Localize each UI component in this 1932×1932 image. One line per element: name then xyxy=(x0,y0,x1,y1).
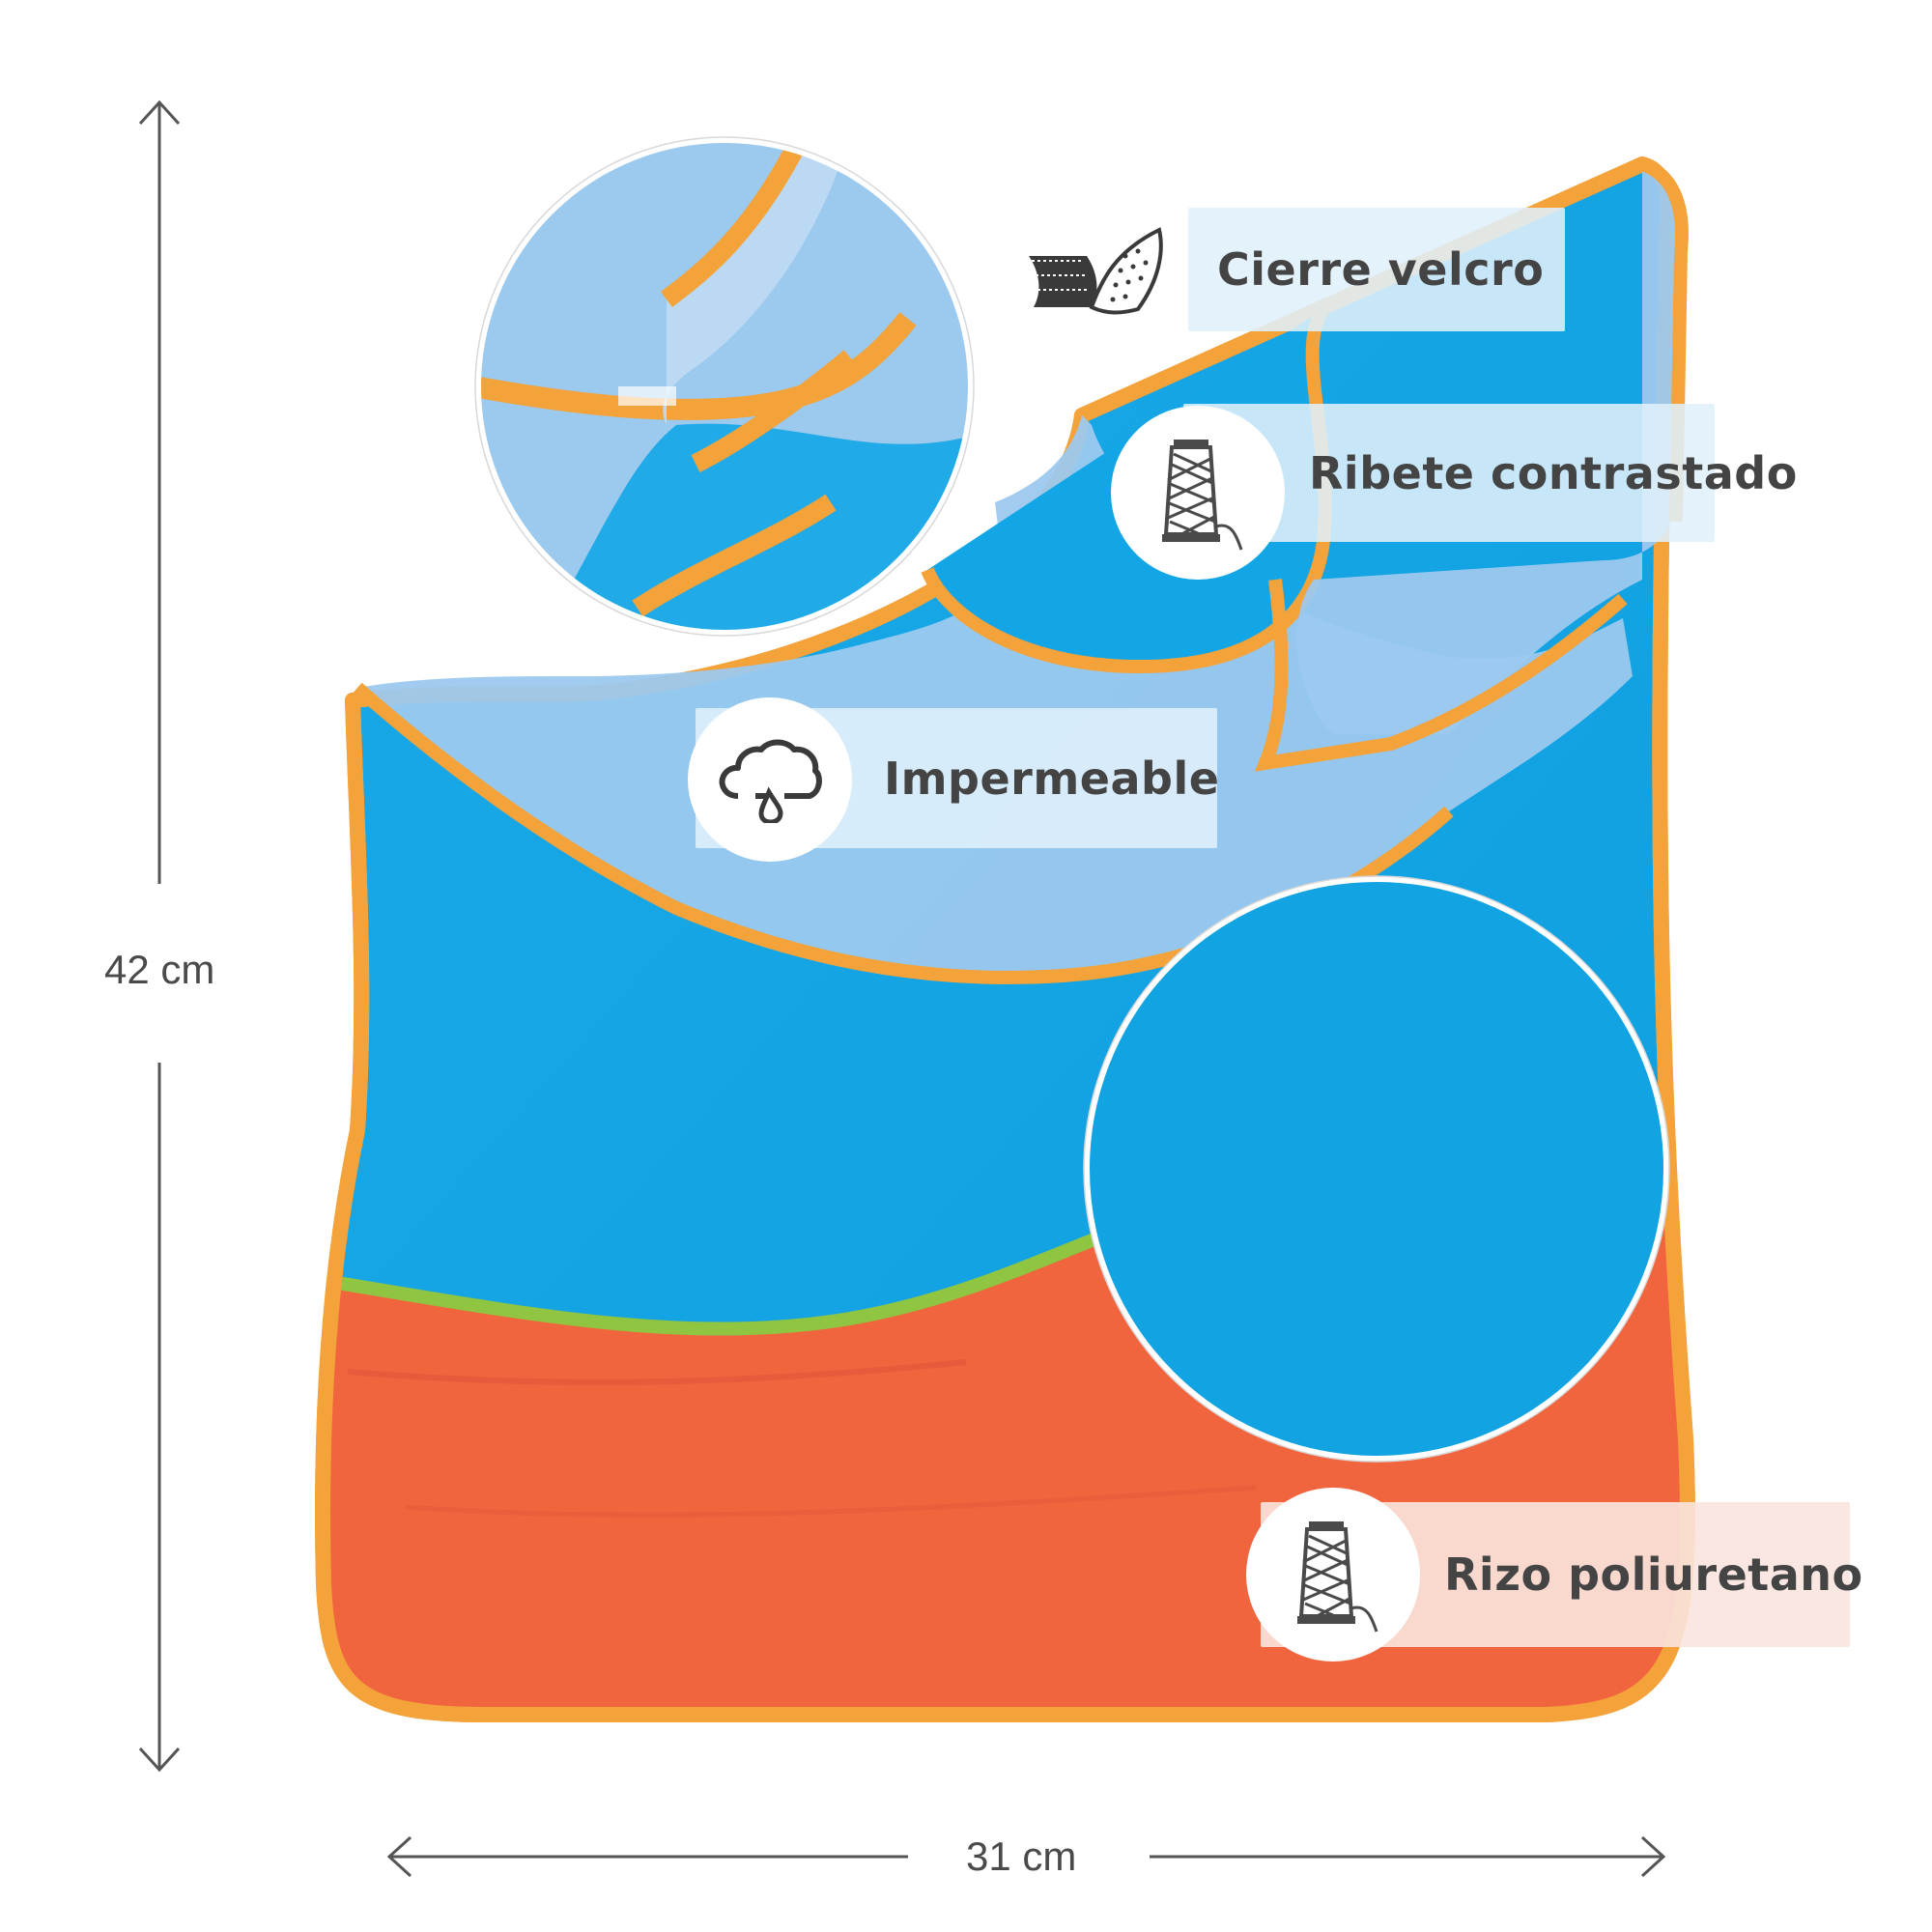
height-label: 42 cm xyxy=(104,947,215,992)
rain-cloud-icon xyxy=(688,697,852,862)
zoom-detail-collar xyxy=(474,136,975,637)
feature-velcro-closure: Cierre velcro xyxy=(1188,208,1565,331)
width-label: 31 cm xyxy=(966,1833,1077,1879)
feature-label: Rizo poliuretano xyxy=(1444,1548,1863,1601)
height-dimension xyxy=(138,99,181,1773)
feature-label: Impermeable xyxy=(884,752,1220,805)
velcro-icon xyxy=(1024,222,1169,319)
zoom-detail-fabric xyxy=(1083,875,1670,1463)
width-dimension xyxy=(386,1835,1666,1878)
thread-spool-icon xyxy=(1246,1488,1420,1662)
thread-spool-icon xyxy=(1111,406,1285,580)
feature-label: Cierre velcro xyxy=(1217,243,1545,296)
feature-label: Ribete contrastado xyxy=(1309,446,1798,499)
